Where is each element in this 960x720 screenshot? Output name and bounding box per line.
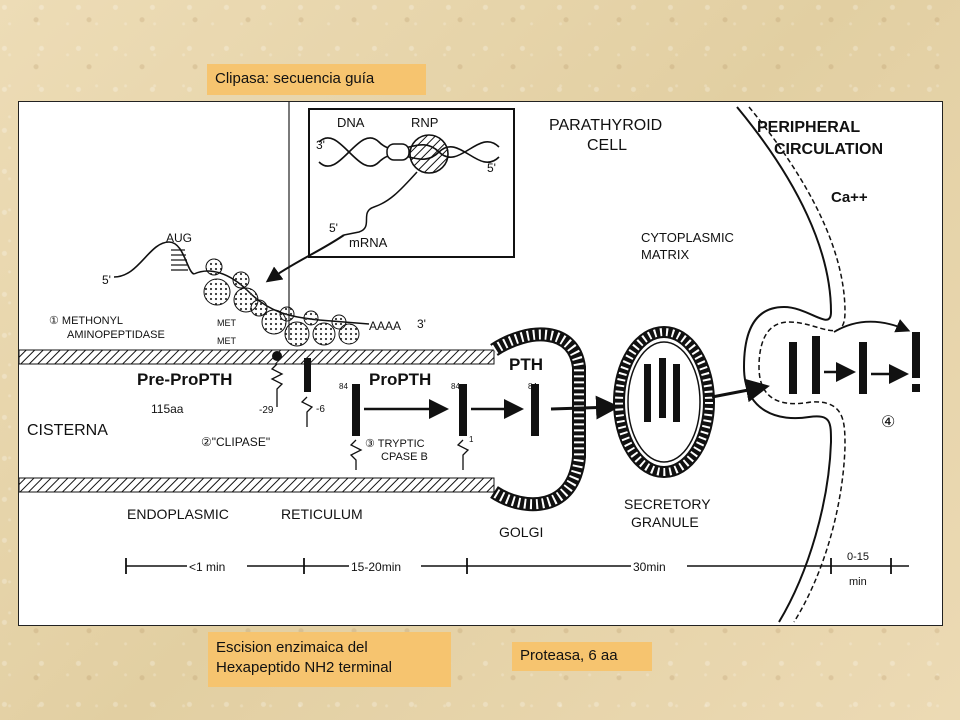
- reticulum-label: RETICULUM: [281, 506, 363, 522]
- er-1-label: 1: [469, 435, 474, 444]
- cell-label: CELL: [587, 137, 627, 154]
- step1-line1: ① METHONYL: [49, 315, 123, 327]
- time-label-4-bottom: min: [849, 576, 867, 588]
- pth-label: PTH: [509, 355, 543, 374]
- time-scale: <1 min 15-20min 30min 0-15 min: [125, 551, 909, 588]
- dna-5prime-label: 5': [487, 161, 496, 175]
- clipasa-callout: Clipasa: secuencia guía: [207, 64, 426, 95]
- met-label-1: MET: [217, 318, 237, 328]
- dna-3prime-label: 3': [316, 138, 325, 152]
- pth-biosynthesis-diagram: DNA RNP 3' 5' 5' mRNA PARATHYROID CELL P…: [18, 101, 943, 626]
- endoplasmic-label: ENDOPLASMIC: [127, 506, 229, 522]
- minus29-label: -29: [259, 405, 274, 416]
- escision-callout: Escision enzimaica del Hexapeptido NH2 t…: [208, 632, 451, 687]
- peripheral-label: PERIPHERAL: [757, 119, 860, 136]
- plasma-membrane: [736, 106, 833, 623]
- escision-line-2: Hexapeptido NH2 terminal: [216, 659, 392, 676]
- aa115-label: 115aa: [151, 402, 184, 416]
- proPTH-label: ProPTH: [369, 370, 431, 389]
- met-label-2: MET: [217, 336, 237, 346]
- matrix-label: MATRIX: [641, 247, 689, 262]
- calcium-label: Ca++: [831, 189, 868, 206]
- time-label-3: 30min: [633, 560, 666, 574]
- secretory-label: SECRETORY: [624, 496, 711, 512]
- parathyroid-label: PARATHYROID: [549, 117, 662, 134]
- dna-label: DNA: [337, 115, 365, 130]
- cisterna-label: CISTERNA: [27, 422, 108, 439]
- er-84-label: 84: [451, 382, 460, 391]
- rnp-label: RNP: [411, 115, 438, 130]
- proteasa-callout: Proteasa, 6 aa: [512, 642, 652, 671]
- ribosomes: [203, 258, 360, 347]
- mrna-3prime-label: 3': [417, 317, 426, 331]
- step4-label: ④: [881, 414, 895, 431]
- step1-line2: AMINOPEPTIDASE: [67, 329, 165, 341]
- aug-5prime-label: 5': [102, 273, 111, 287]
- mrna-5prime-label: 5': [329, 221, 338, 235]
- golgi-label: GOLGI: [499, 524, 543, 540]
- plasma-membrane-outer: [748, 106, 846, 623]
- step2-label: ②"CLIPASE": [201, 435, 270, 449]
- preproPTH-label: Pre-ProPTH: [137, 370, 232, 389]
- escision-line-1: Escision enzimaica del: [216, 639, 368, 656]
- granule-label: GRANULE: [631, 514, 699, 530]
- time-label-4-top: 0-15: [847, 551, 869, 563]
- time-label-1: <1 min: [189, 560, 225, 574]
- mrna-arrow: [265, 234, 345, 283]
- time-label-2: 15-20min: [351, 560, 401, 574]
- dna-rnp-inset: DNA RNP 3' 5' 5' mRNA: [308, 108, 515, 258]
- mrna-label: mRNA: [349, 235, 388, 250]
- aaaa-label: AAAA: [369, 319, 401, 333]
- proPTH-84-label: 84: [339, 382, 348, 391]
- minus6-label: -6: [316, 404, 325, 415]
- er-membrane: [19, 327, 586, 512]
- step3-line2: CPASE B: [381, 451, 428, 463]
- aug-label: AUG: [166, 231, 192, 245]
- secretory-granule: [613, 326, 715, 478]
- step3-line1: ③ TRYPTIC: [365, 438, 425, 450]
- cytoplasmic-label: CYTOPLASMIC: [641, 230, 734, 245]
- circulation-label: CIRCULATION: [774, 141, 883, 158]
- diagram-canvas: DNA RNP 3' 5' 5' mRNA PARATHYROID CELL P…: [19, 102, 920, 623]
